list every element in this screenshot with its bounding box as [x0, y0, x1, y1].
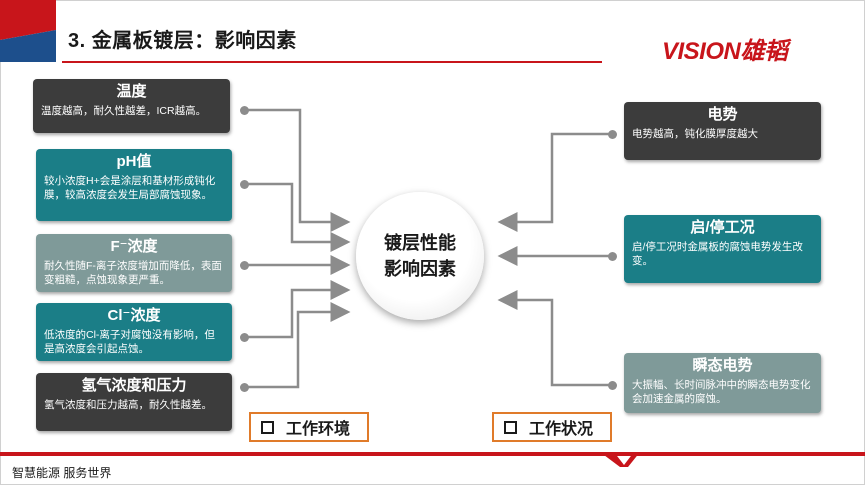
factor-desc: 低浓度的Cl-离子对腐蚀没有影响，但是高浓度会引起点蚀。 [44, 329, 215, 355]
center-line-2: 影响因素 [384, 259, 456, 279]
corner-decoration [0, 0, 56, 62]
factor-hydrogen: 氢气浓度和压力 氢气浓度和压力越高，耐久性越差。 [36, 373, 232, 431]
center-circle: 镀层性能 影响因素 [356, 192, 484, 320]
title-underline [62, 61, 602, 63]
center-line-1: 镀层性能 [384, 233, 456, 253]
connector-dot [608, 130, 617, 139]
connector-dot [240, 333, 249, 342]
connector-dot [240, 180, 249, 189]
factor-chloride: Cl⁻浓度 低浓度的Cl-离子对腐蚀没有影响，但是高浓度会引起点蚀。 [36, 303, 232, 361]
factor-desc: 温度越高，耐久性越差，ICR越高。 [41, 105, 207, 117]
factor-title: 瞬态电势 [692, 357, 753, 374]
factor-temperature: 温度 温度越高，耐久性越差，ICR越高。 [33, 79, 230, 133]
footer-slogan: 智慧能源 服务世界 [12, 466, 112, 480]
factor-title: 电势 [707, 106, 738, 123]
connector-dot [608, 252, 617, 261]
factor-desc: 耐久性随F-离子浓度增加而降低，表面变粗糙，点蚀现象更严重。 [44, 260, 222, 286]
factor-title: pH值 [116, 153, 152, 170]
label-text: 工作环境 [286, 421, 351, 438]
factor-start-stop: 启/停工况 启/停工况时金属板的腐蚀电势发生改变。 [624, 215, 821, 283]
vision-logo: VISION雄韬 [662, 31, 852, 65]
connector-dot [240, 261, 249, 270]
factor-desc: 大振幅、长时间脉冲中的瞬态电势变化会加速金属的腐蚀。 [632, 379, 811, 405]
checkbox-square-icon [504, 420, 517, 434]
factor-potential: 电势 电势越高，钝化膜厚度越大 [624, 102, 821, 160]
factor-title: 启/停工况 [690, 219, 755, 236]
factor-desc: 启/停工况时金属板的腐蚀电势发生改变。 [632, 241, 803, 267]
factor-desc: 电势越高，钝化膜厚度越大 [632, 128, 758, 140]
factor-title: 温度 [116, 83, 147, 100]
logo-text: VISION雄韬 [662, 38, 788, 65]
factor-desc: 较小浓度H+会是涂层和基材形成钝化膜，较高浓度会发生局部腐蚀现象。 [44, 175, 216, 201]
checkbox-square-icon [261, 420, 274, 434]
connector-dot [240, 383, 249, 392]
factor-fluoride: F⁻浓度 耐久性随F-离子浓度增加而降低，表面变粗糙，点蚀现象更严重。 [36, 234, 232, 292]
factor-desc: 氢气浓度和压力越高，耐久性越差。 [44, 399, 212, 411]
label-working-condition: 工作状况 [492, 412, 612, 442]
factor-transient-potential: 瞬态电势 大振幅、长时间脉冲中的瞬态电势变化会加速金属的腐蚀。 [624, 353, 821, 413]
factor-ph: pH值 较小浓度H+会是涂层和基材形成钝化膜，较高浓度会发生局部腐蚀现象。 [36, 149, 232, 221]
label-working-environment: 工作环境 [249, 412, 369, 442]
footer-line [0, 452, 865, 456]
label-text: 工作状况 [529, 421, 594, 438]
connector-dot [240, 106, 249, 115]
connector-dot [608, 381, 617, 390]
footer-chevron-icon [600, 452, 640, 467]
factor-title: Cl⁻浓度 [107, 307, 161, 324]
factor-title: 氢气浓度和压力 [81, 377, 187, 394]
factor-title: F⁻浓度 [110, 238, 158, 255]
page-title: 3. 金属板镀层：影响因素 [68, 30, 297, 52]
